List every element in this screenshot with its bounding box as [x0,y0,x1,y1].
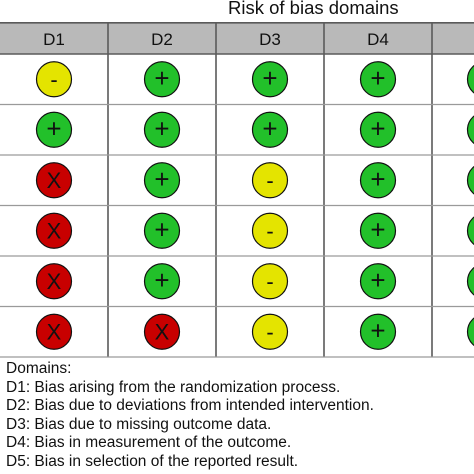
judgement-symbol-r6-c2: X [155,319,170,344]
judgement-symbol-r6-c3: - [266,319,273,344]
judgement-symbol-r2-c1: + [46,113,61,143]
judgement-symbol-r4-c4: + [370,214,385,244]
judgement-symbol-r3-c2: + [154,164,169,194]
column-header-d1: D1 [43,30,65,49]
judgement-dot-r1-c5 [466,64,474,94]
judgement-dot-r4-c3 [251,212,289,249]
chart-title: Risk of bias domains [228,0,399,18]
judgement-dot-r2-c4 [359,111,397,148]
judgement-dot-r3-c3 [251,162,289,199]
judgement-dot-r2-c5 [466,115,474,145]
judgement-dot-r4-c1 [35,212,73,249]
judgement-symbol-r1-c1: - [50,67,57,92]
column-header-d4: D4 [367,30,389,49]
judgement-symbol-r4-c3: - [266,218,273,243]
judgement-symbol-r4-c1: X [47,218,62,243]
judgement-symbol-r5-c2: + [154,265,169,295]
judgement-dot-r3-c2 [143,162,181,199]
judgement-symbol-r2-c4: + [370,113,385,143]
domain-legend: Domains: D1: Bias arising from the rando… [6,360,474,472]
legend-item-d3: D3: Bias due to missing outcome data. [6,415,272,433]
judgement-dot-r1-c2 [143,61,181,98]
judgement-dot-r6-c3 [251,313,289,350]
judgement-symbol-r5-c1: X [47,269,62,294]
judgement-symbol-r5-c3: - [266,269,273,294]
judgement-dot-r3-c1 [35,162,73,199]
judgement-dot-r6-c5 [466,317,474,347]
judgement-dot-r5-c2 [143,263,181,300]
judgement-dot-r4-c5 [466,216,474,246]
judgement-symbol-r2-c3: + [262,113,277,143]
judgement-dot-r2-c2 [143,111,181,148]
column-header-d3: D3 [259,30,281,49]
judgement-symbol-r1-c4: + [370,63,385,93]
judgement-symbol-r3-c1: X [47,168,62,193]
legend-item-d5: D5: Bias in selection of the reported re… [6,452,299,470]
judgement-symbol-r3-c4: + [370,164,385,194]
judgement-dot-r6-c4 [359,313,397,350]
judgement-symbol-r5-c4: + [370,265,385,295]
judgement-dot-r4-c2 [143,212,181,249]
judgement-symbol-r6-c1: X [47,319,62,344]
judgement-dot-r1-c4 [359,61,397,98]
judgement-symbol-r1-c3: + [262,63,277,93]
legend-item-d4: D4: Bias in measurement of the outcome. [6,434,292,452]
judgement-dot-r3-c4 [359,162,397,199]
judgement-dot-r1-c1 [35,61,73,98]
judgement-dot-r2-c1 [35,111,73,148]
judgement-symbol-r2-c2: + [154,113,169,143]
judgement-symbol-r4-c2: + [154,214,169,244]
legend-item-d2: D2: Bias due to deviations from intended… [6,397,374,415]
judgement-dot-r5-c1 [35,263,73,300]
judgement-dot-r6-c2 [143,313,181,350]
legend-item-d1: D1: Bias arising from the randomization … [6,378,341,396]
judgement-dot-r3-c5 [466,165,474,195]
judgement-dot-r5-c5 [466,266,474,296]
judgement-dot-r2-c3 [251,111,289,148]
judgement-dot-r4-c4 [359,212,397,249]
judgement-symbol-r1-c2: + [154,63,169,93]
judgement-dot-r5-c3 [251,263,289,300]
header-background [0,22,474,54]
judgement-symbol-r3-c3: - [266,168,273,193]
judgement-dot-r5-c4 [359,263,397,300]
column-header-d2: D2 [151,30,173,49]
legend-heading: Domains: [6,360,72,377]
judgement-dot-r1-c3 [251,61,289,98]
judgement-symbol-r6-c4: + [370,315,385,345]
judgement-dot-r6-c1 [35,313,73,350]
